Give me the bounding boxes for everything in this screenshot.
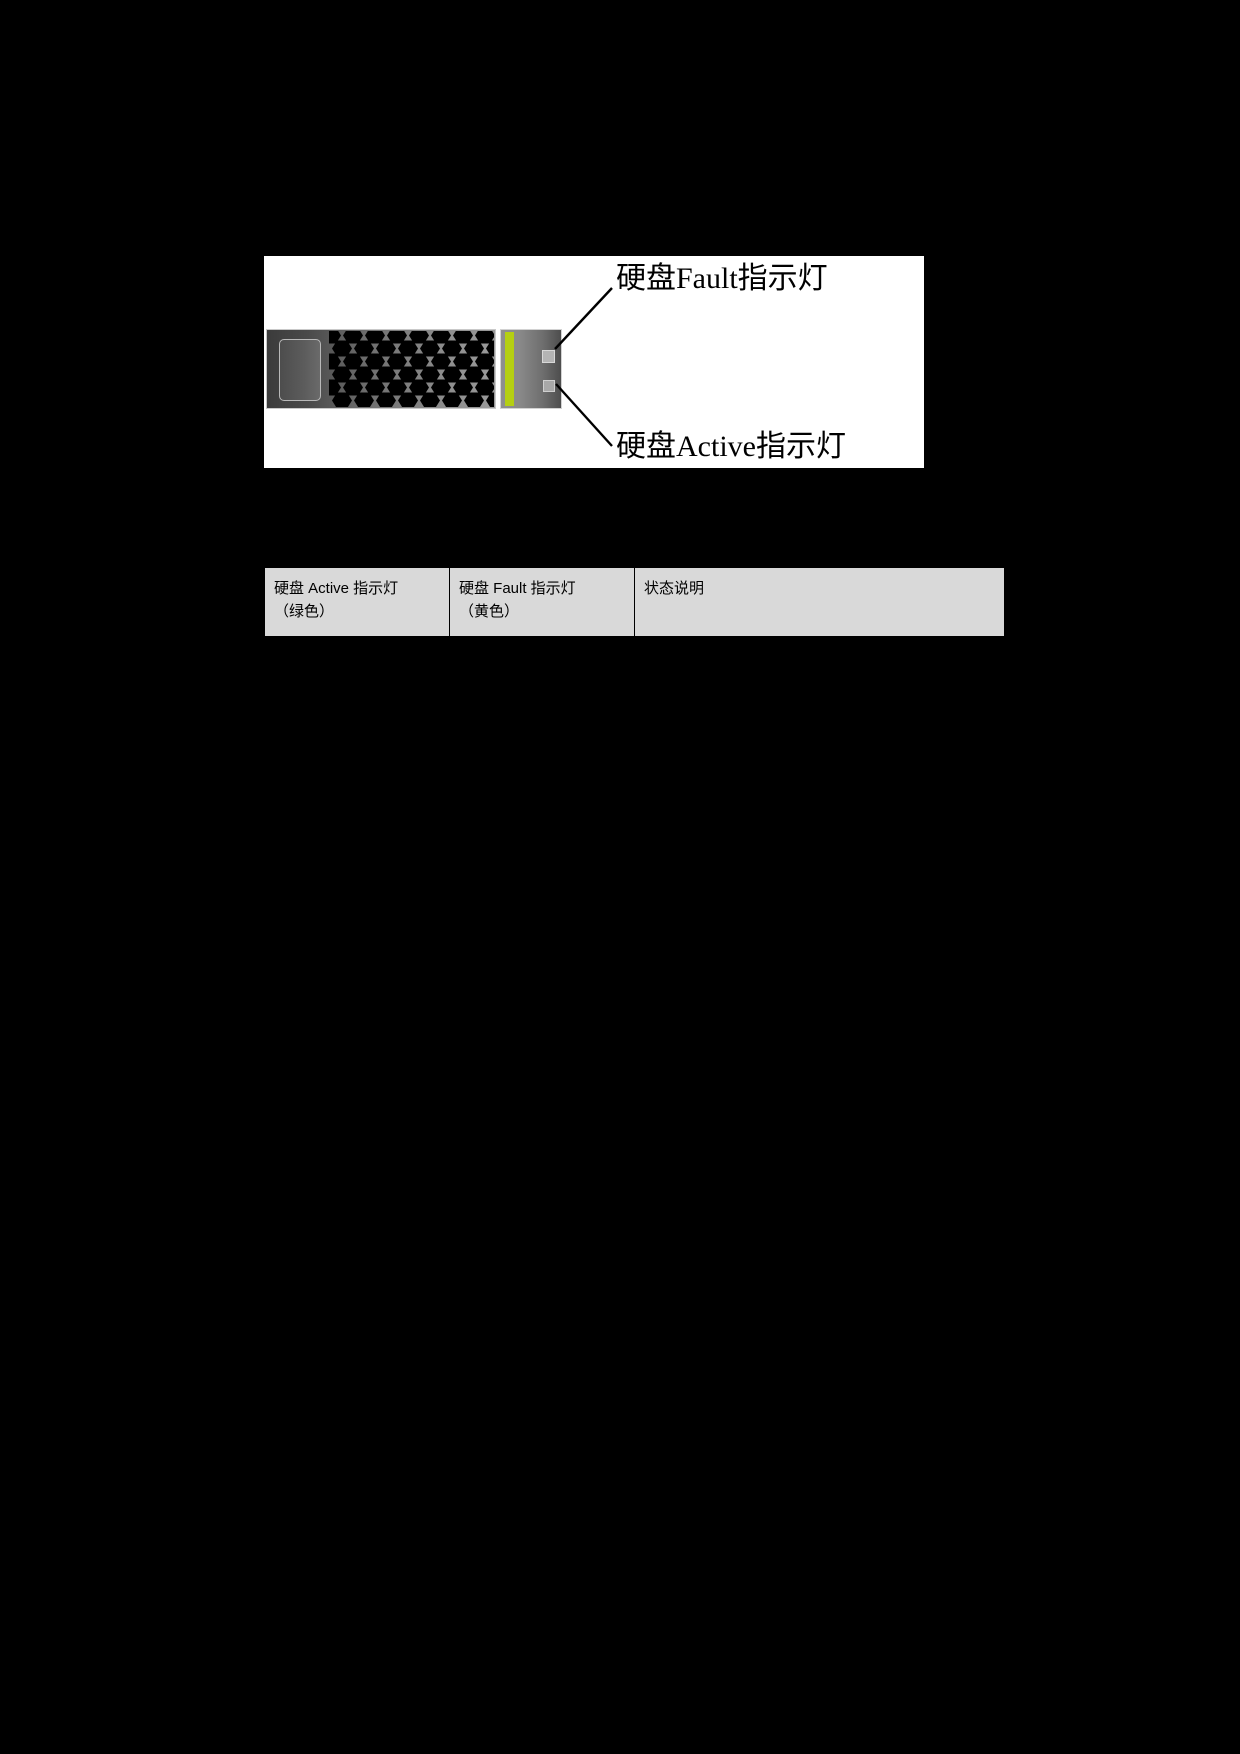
- active-led: [543, 380, 555, 392]
- column-header-status-description: 状态说明: [634, 567, 1005, 637]
- header-line-1: 硬盘 Fault 指示灯: [459, 580, 576, 597]
- table-header-row: 硬盘 Active 指示灯 （绿色） 硬盘 Fault 指示灯 （黄色） 状态说…: [264, 567, 1005, 637]
- led-module: [500, 329, 562, 409]
- header-line-2: （黄色）: [459, 603, 520, 621]
- honeycomb-vent: [329, 331, 494, 407]
- figure-container: 硬盘Fault指示灯 硬盘Active指示灯: [264, 256, 924, 468]
- callout-label-active: 硬盘Active指示灯: [616, 430, 846, 463]
- header-line-1: 硬盘 Active 指示灯: [274, 580, 399, 597]
- callout-label-fault: 硬盘Fault指示灯: [616, 262, 828, 295]
- header-line-1: 状态说明: [644, 580, 705, 597]
- green-light-pipe: [505, 332, 514, 406]
- fault-led: [542, 350, 555, 363]
- column-header-fault-led: 硬盘 Fault 指示灯 （黄色）: [449, 567, 635, 637]
- hdd-led-status-table: 硬盘 Active 指示灯 （绿色） 硬盘 Fault 指示灯 （黄色） 状态说…: [264, 567, 1005, 637]
- leader-line-fault: [554, 287, 613, 350]
- leader-line-active: [555, 383, 613, 447]
- header-line-2: （绿色）: [274, 603, 335, 621]
- drive-latch: [279, 339, 321, 401]
- column-header-active-led: 硬盘 Active 指示灯 （绿色）: [264, 567, 450, 637]
- hard-disk-drive-body: [266, 329, 496, 409]
